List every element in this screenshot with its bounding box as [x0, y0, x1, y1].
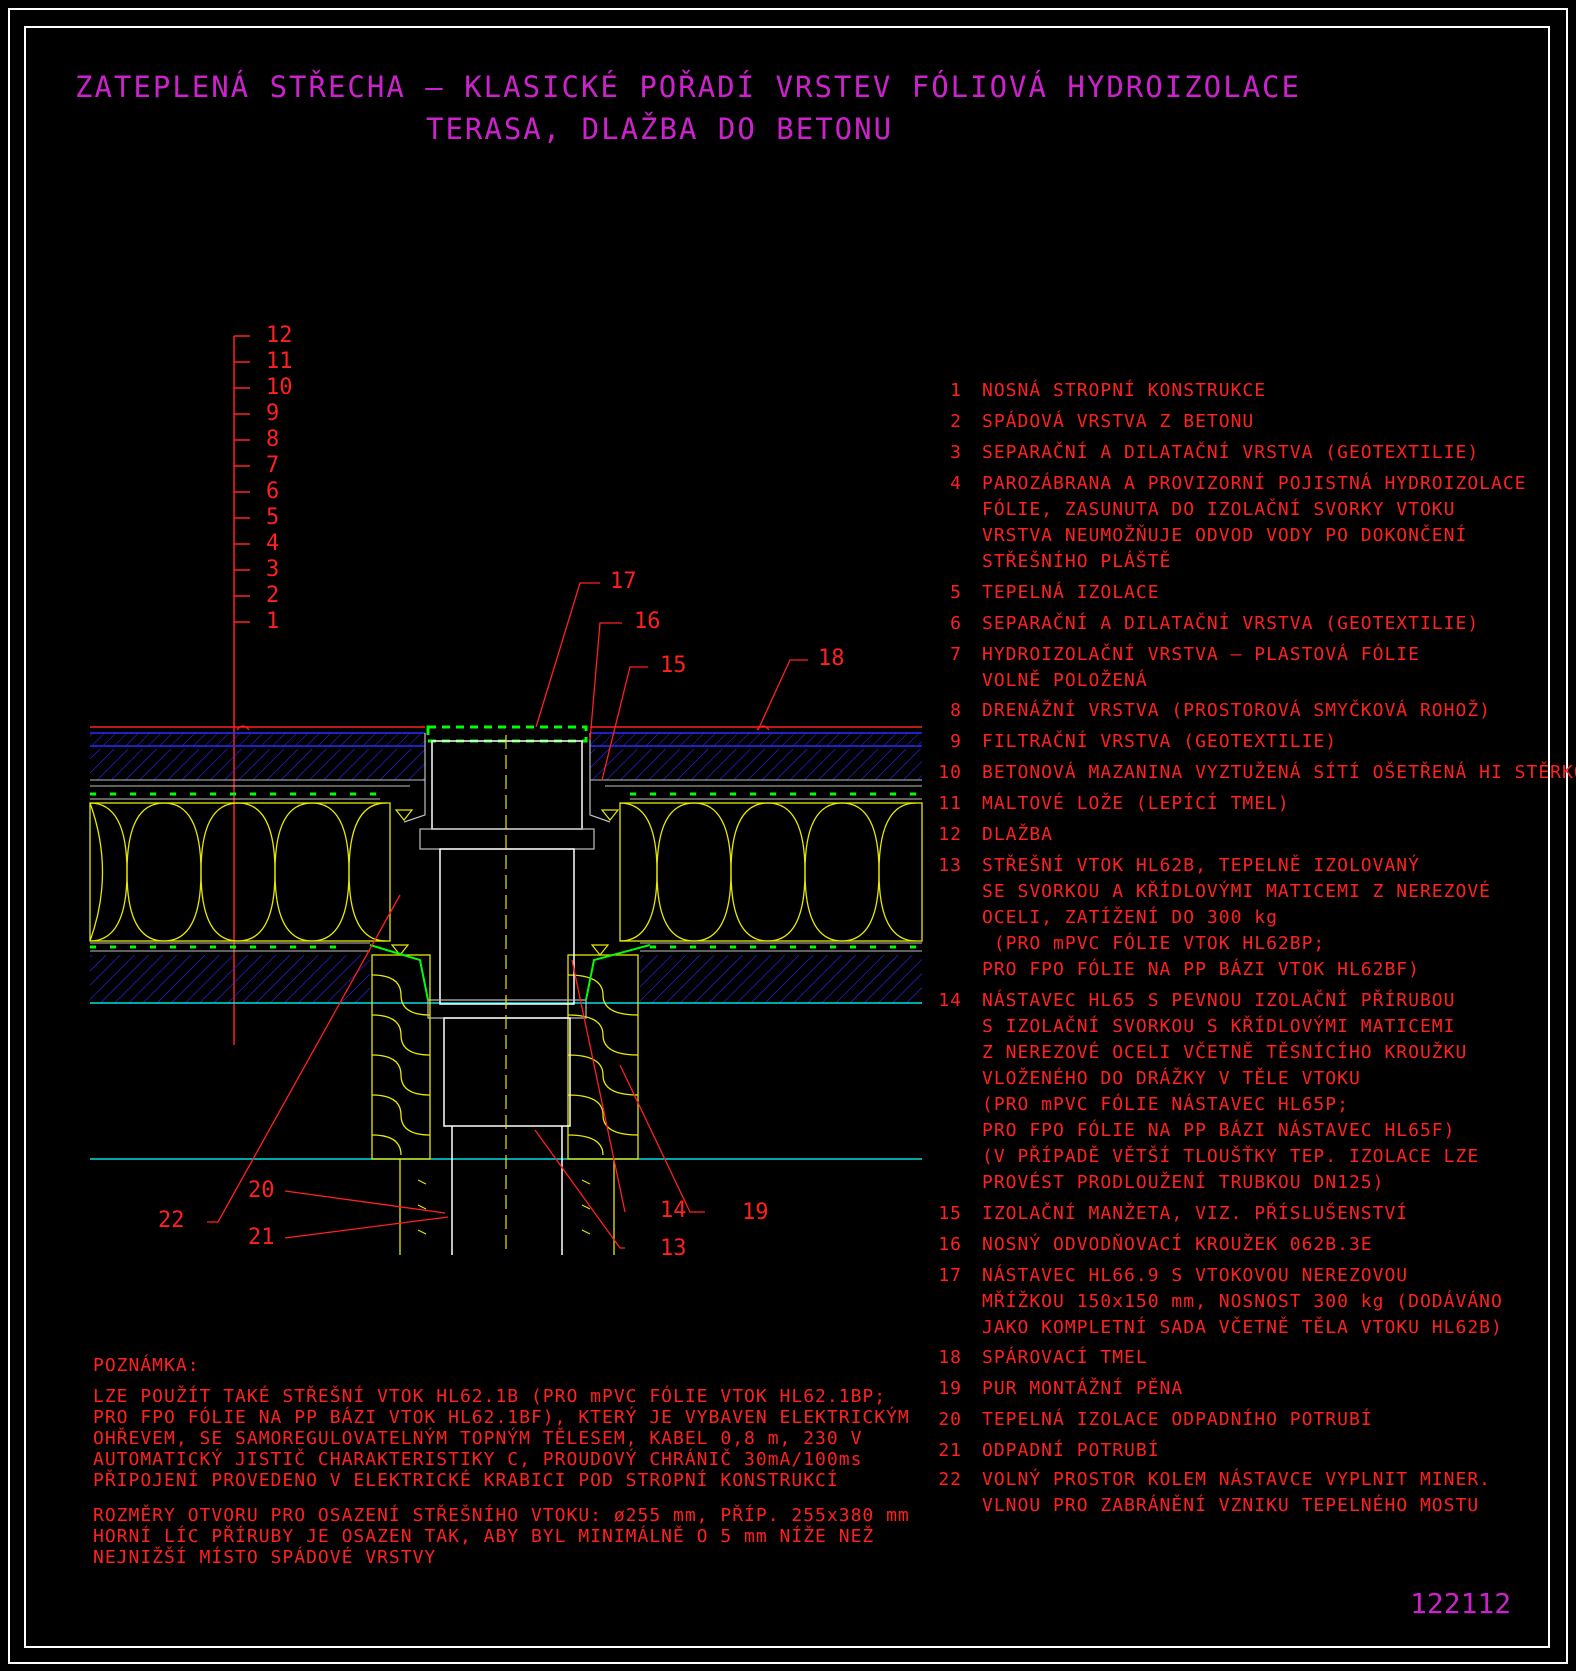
leader-lines	[207, 582, 808, 1249]
scale-label-8: 8	[266, 427, 280, 452]
thermal-insulation	[89, 802, 923, 942]
callout-22: 22	[158, 1208, 185, 1233]
callout-19: 19	[742, 1200, 769, 1225]
pipe-couplings	[417, 1179, 591, 1235]
scale-label-7: 7	[266, 453, 280, 478]
scale-label-5: 5	[266, 505, 280, 530]
note-heading: POZNÁMKA:	[93, 1355, 200, 1376]
drain-insulation	[371, 954, 639, 1160]
outer-frame	[8, 8, 1568, 1664]
callout-15: 15	[660, 653, 687, 678]
callout-14: 14	[660, 1198, 687, 1223]
callout-21: 21	[248, 1225, 275, 1250]
callout-20: 20	[248, 1178, 275, 1203]
scale-label-2: 2	[266, 583, 280, 608]
scale-label-12: 12	[266, 323, 293, 348]
layer-scale	[233, 335, 250, 1045]
callout-18: 18	[818, 646, 845, 671]
note-paragraph-2: ROZMĚRY OTVORU PRO OSAZENÍ STŘEŠNÍHO VTO…	[93, 1505, 910, 1568]
scale-label-10: 10	[266, 375, 293, 400]
scale-label-1: 1	[266, 609, 280, 634]
drain-body	[369, 725, 651, 1255]
scale-label-11: 11	[266, 349, 293, 374]
scale-label-6: 6	[266, 479, 280, 504]
scale-label-4: 4	[266, 531, 280, 556]
inner-frame	[24, 26, 1550, 1648]
title-line-2: TERASA, DLAŽBA DO BETONU	[426, 112, 894, 146]
drawing-number: 122112	[1410, 1587, 1512, 1620]
title-line-1: ZATEPLENÁ STŘECHA – KLASICKÉ POŘADÍ VRST…	[75, 70, 1301, 104]
scale-label-9: 9	[266, 401, 280, 426]
scale-label-3: 3	[266, 557, 280, 582]
callout-13: 13	[660, 1236, 687, 1261]
callout-16: 16	[634, 609, 661, 634]
callout-17: 17	[610, 569, 637, 594]
note-paragraph-1: LZE POUŽÍT TAKÉ STŘEŠNÍ VTOK HL62.1B (PR…	[93, 1386, 910, 1491]
surface-layers	[90, 726, 922, 800]
